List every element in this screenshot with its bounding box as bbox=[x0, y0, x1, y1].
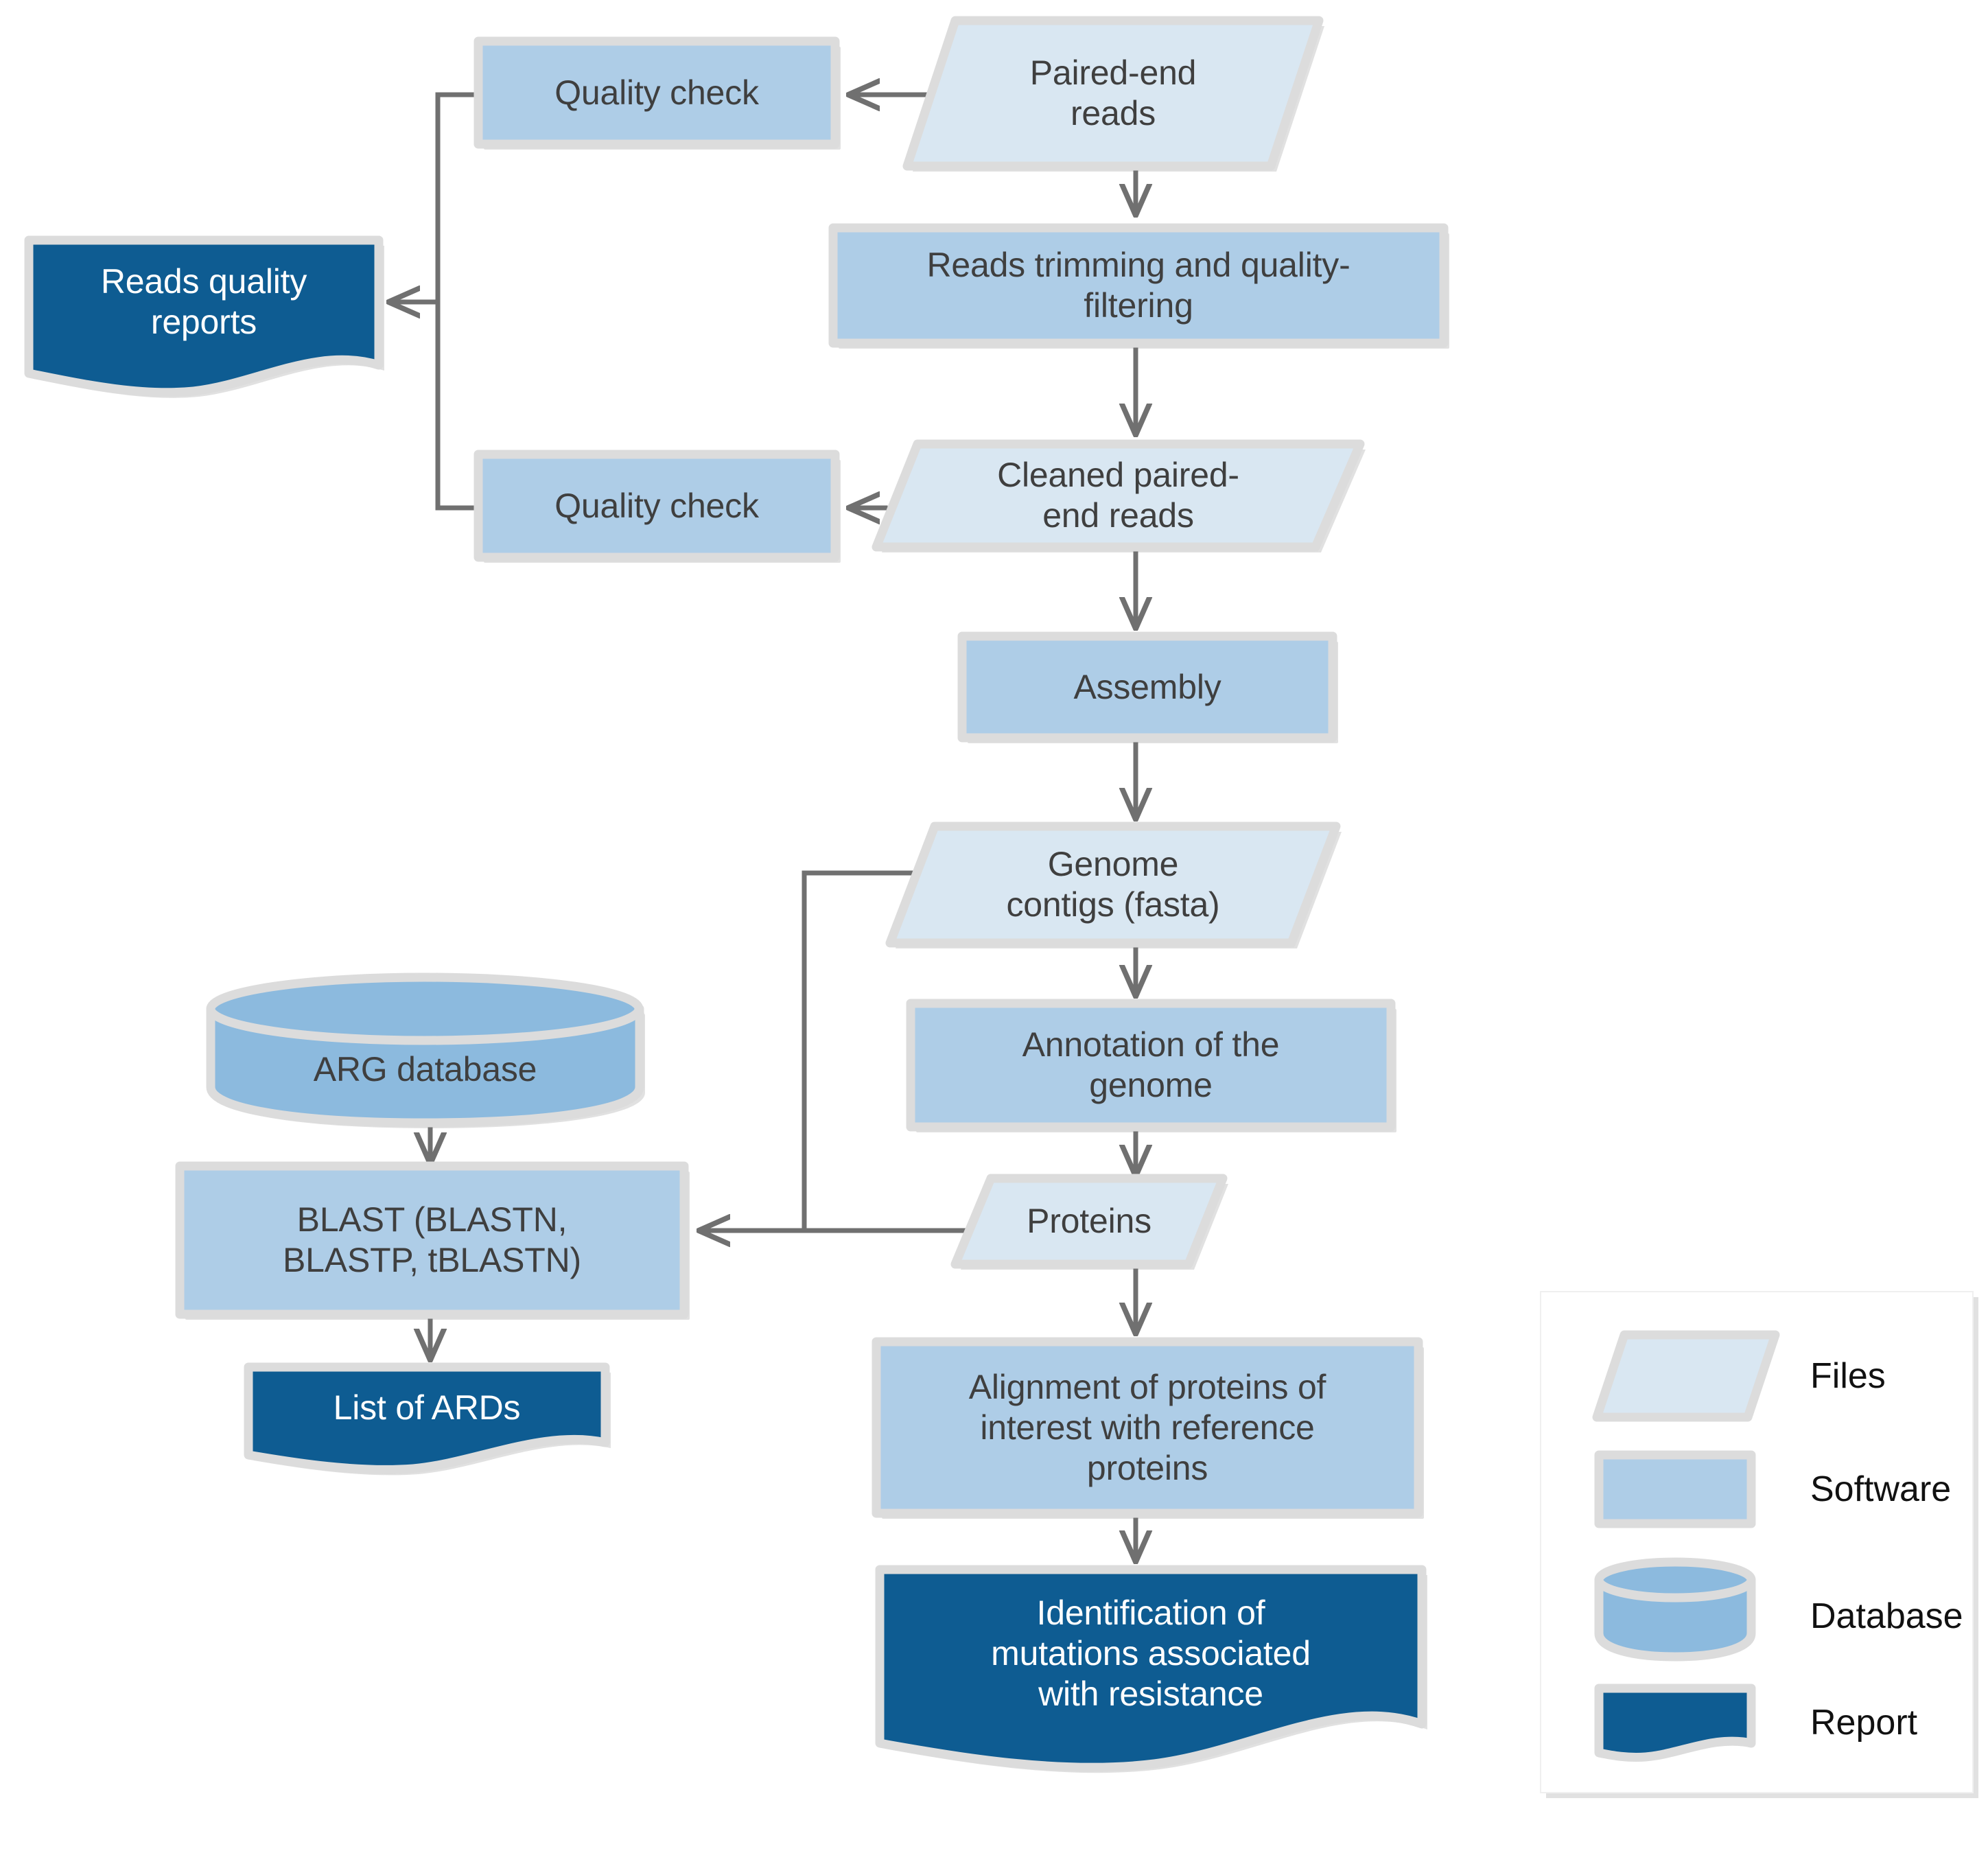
node-label-paired-end-reads: Paired-end reads bbox=[1029, 54, 1197, 132]
node-identification[interactable] bbox=[875, 1565, 1427, 1772]
node-assembly[interactable] bbox=[957, 631, 1337, 743]
connectors-group bbox=[391, 95, 1136, 1559]
node-quality-check-1[interactable] bbox=[473, 36, 840, 149]
edge-genome-contigs-to-blast-bus bbox=[802, 870, 915, 1233]
legend-label-database: Database bbox=[1810, 1596, 1963, 1636]
node-label-quality-check-2: Quality check bbox=[554, 486, 759, 525]
node-label-proteins: Proteins bbox=[1027, 1202, 1151, 1240]
node-reads-quality-reports[interactable] bbox=[24, 235, 384, 397]
node-label-identification: Identification of mutations associated w… bbox=[991, 1594, 1311, 1713]
node-reads-trimming[interactable] bbox=[828, 223, 1449, 348]
node-label-arg-database: ARG database bbox=[313, 1049, 537, 1088]
node-quality-check-2[interactable] bbox=[473, 450, 840, 562]
node-label-reads-trimming: Reads trimming and quality- filtering bbox=[926, 246, 1350, 325]
node-label-alignment: Alignment of proteins of interest with r… bbox=[968, 1367, 1326, 1487]
node-blast[interactable] bbox=[175, 1161, 689, 1319]
node-label-assembly: Assembly bbox=[1073, 667, 1221, 706]
nodes-group bbox=[24, 16, 1780, 1772]
node-label-list-of-ards: List of ARDs bbox=[333, 1388, 521, 1427]
node-label-annotation: Annotation of the genome bbox=[1022, 1025, 1280, 1104]
legend-swatch-files bbox=[1592, 1330, 1780, 1422]
edge-quality-checks-bus bbox=[435, 92, 476, 511]
node-list-of-ards[interactable] bbox=[244, 1362, 610, 1474]
node-arg-database[interactable] bbox=[206, 972, 644, 1128]
node-cleaned-reads[interactable] bbox=[872, 439, 1365, 552]
node-label-reads-quality-reports: Reads quality reports bbox=[100, 262, 307, 341]
legend-swatch-report bbox=[1594, 1684, 1756, 1762]
legend-swatch-database bbox=[1594, 1557, 1756, 1662]
node-paired-end-reads[interactable] bbox=[902, 16, 1324, 171]
legend-label-software: Software bbox=[1810, 1469, 1952, 1509]
node-label-blast: BLAST (BLASTN, BLASTP, tBLASTN) bbox=[283, 1200, 581, 1279]
legend-label-files: Files bbox=[1810, 1356, 1886, 1396]
node-proteins[interactable] bbox=[950, 1174, 1228, 1269]
legend-swatch-software bbox=[1594, 1450, 1756, 1528]
node-label-genome-contigs: Genome contigs (fasta) bbox=[1006, 845, 1220, 924]
node-annotation[interactable] bbox=[906, 999, 1396, 1132]
node-genome-contigs[interactable] bbox=[885, 822, 1341, 948]
node-alignment[interactable] bbox=[872, 1337, 1423, 1518]
legend-label-report: Report bbox=[1810, 1703, 1918, 1743]
node-label-cleaned-reads: Cleaned paired- end reads bbox=[997, 456, 1239, 535]
node-label-quality-check-1: Quality check bbox=[554, 73, 759, 112]
